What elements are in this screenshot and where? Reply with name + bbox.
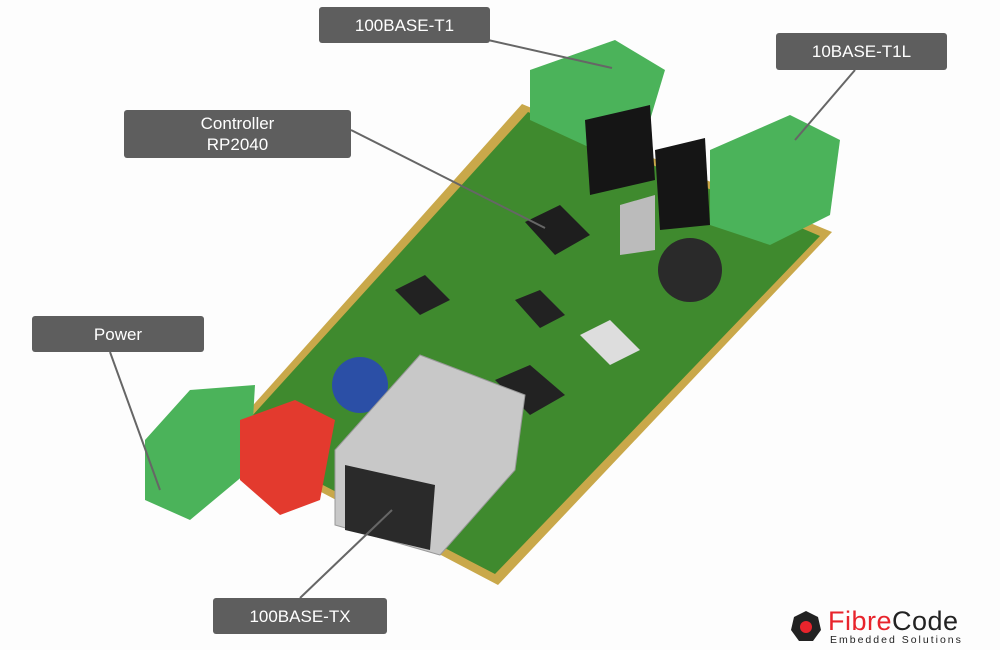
- callout-label: 100BASE-T1: [354, 15, 455, 35]
- aperture-icon: [791, 611, 821, 641]
- fibrecode-logo: FibreCode Embedded Solutions: [790, 606, 995, 646]
- logo-tagline: Embedded Solutions: [830, 634, 963, 646]
- logo-name-part2: Code: [892, 606, 959, 636]
- callout-label: Power: [93, 324, 143, 344]
- callout-label: 100BASE-TX: [249, 606, 351, 626]
- callout-100base-t1: 100BASE-T1: [319, 7, 490, 43]
- dip-switch: [240, 400, 335, 515]
- logo-name-part1: Fibre: [828, 606, 893, 636]
- callout-label: RP2040: [206, 135, 269, 154]
- callout-label: 10BASE-T1L: [811, 42, 912, 61]
- terminal-10base-t1l: [710, 115, 840, 245]
- rp2040-chip: [525, 205, 590, 255]
- callout-100base-tx: 100BASE-TX: [213, 598, 387, 634]
- callout-10base-t1l: 10BASE-T1L: [776, 33, 947, 70]
- callout-controller: Controller RP2040: [124, 110, 351, 158]
- terminal-power: [145, 385, 255, 520]
- callout-label: Controller: [200, 114, 275, 133]
- callout-power: Power: [32, 316, 204, 352]
